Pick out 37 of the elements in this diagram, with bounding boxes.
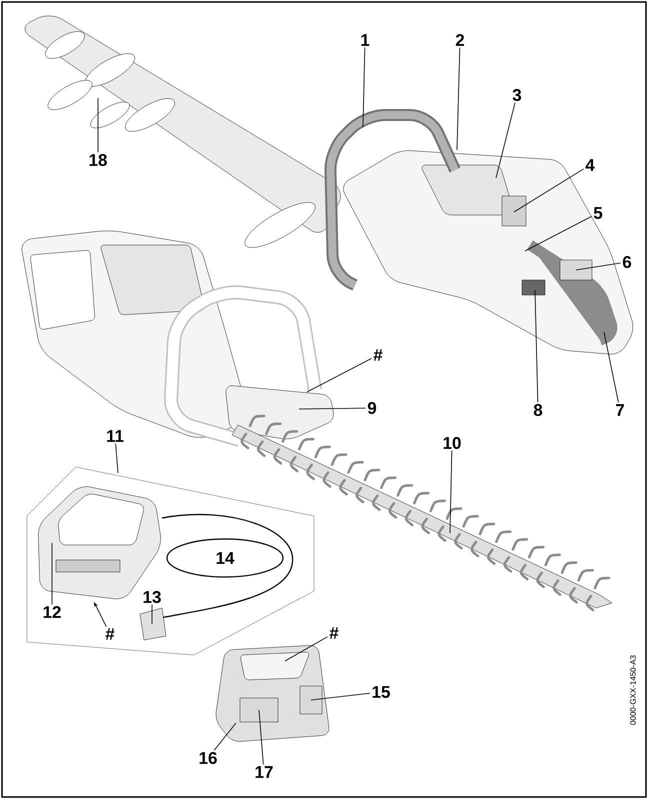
callout-number: 12 xyxy=(44,606,61,618)
leader-line xyxy=(514,168,584,212)
leader-line xyxy=(604,332,619,403)
callout-number: 11 xyxy=(107,430,124,442)
callout-number: 16 xyxy=(200,752,217,764)
callout-number: # xyxy=(374,349,382,361)
callout-number: 8 xyxy=(534,404,542,416)
leader-line xyxy=(456,47,460,150)
callout-number: 2 xyxy=(456,34,464,46)
callout-number: 14 xyxy=(216,552,234,564)
leader-line xyxy=(534,290,538,403)
callout-number: 5 xyxy=(594,207,602,219)
leader-line xyxy=(496,102,516,178)
callout-number: 10 xyxy=(444,437,461,449)
callout-number: 9 xyxy=(368,402,376,414)
callout-number: 17 xyxy=(256,766,273,778)
leader-line xyxy=(214,722,236,751)
leader-line xyxy=(310,692,370,700)
leader-line xyxy=(362,47,366,128)
callout-number: 15 xyxy=(372,686,390,698)
leader-line xyxy=(298,408,366,410)
callout-number: 3 xyxy=(512,89,522,101)
leader-line xyxy=(450,450,452,534)
callout-number: 13 xyxy=(144,591,161,603)
callout-number: # xyxy=(330,627,338,639)
leader-line xyxy=(284,636,328,662)
callout-number: 6 xyxy=(622,256,632,268)
leader-line xyxy=(258,710,264,765)
leader-line xyxy=(115,443,118,474)
leader-line xyxy=(524,216,592,252)
callout-number: 18 xyxy=(90,154,107,166)
leader-line xyxy=(306,358,372,392)
leader-line xyxy=(576,262,621,270)
callout-number: # xyxy=(106,628,114,640)
callout-number: 7 xyxy=(616,404,624,416)
callout-number: 1 xyxy=(361,34,370,46)
callout-number: 4 xyxy=(586,159,595,171)
